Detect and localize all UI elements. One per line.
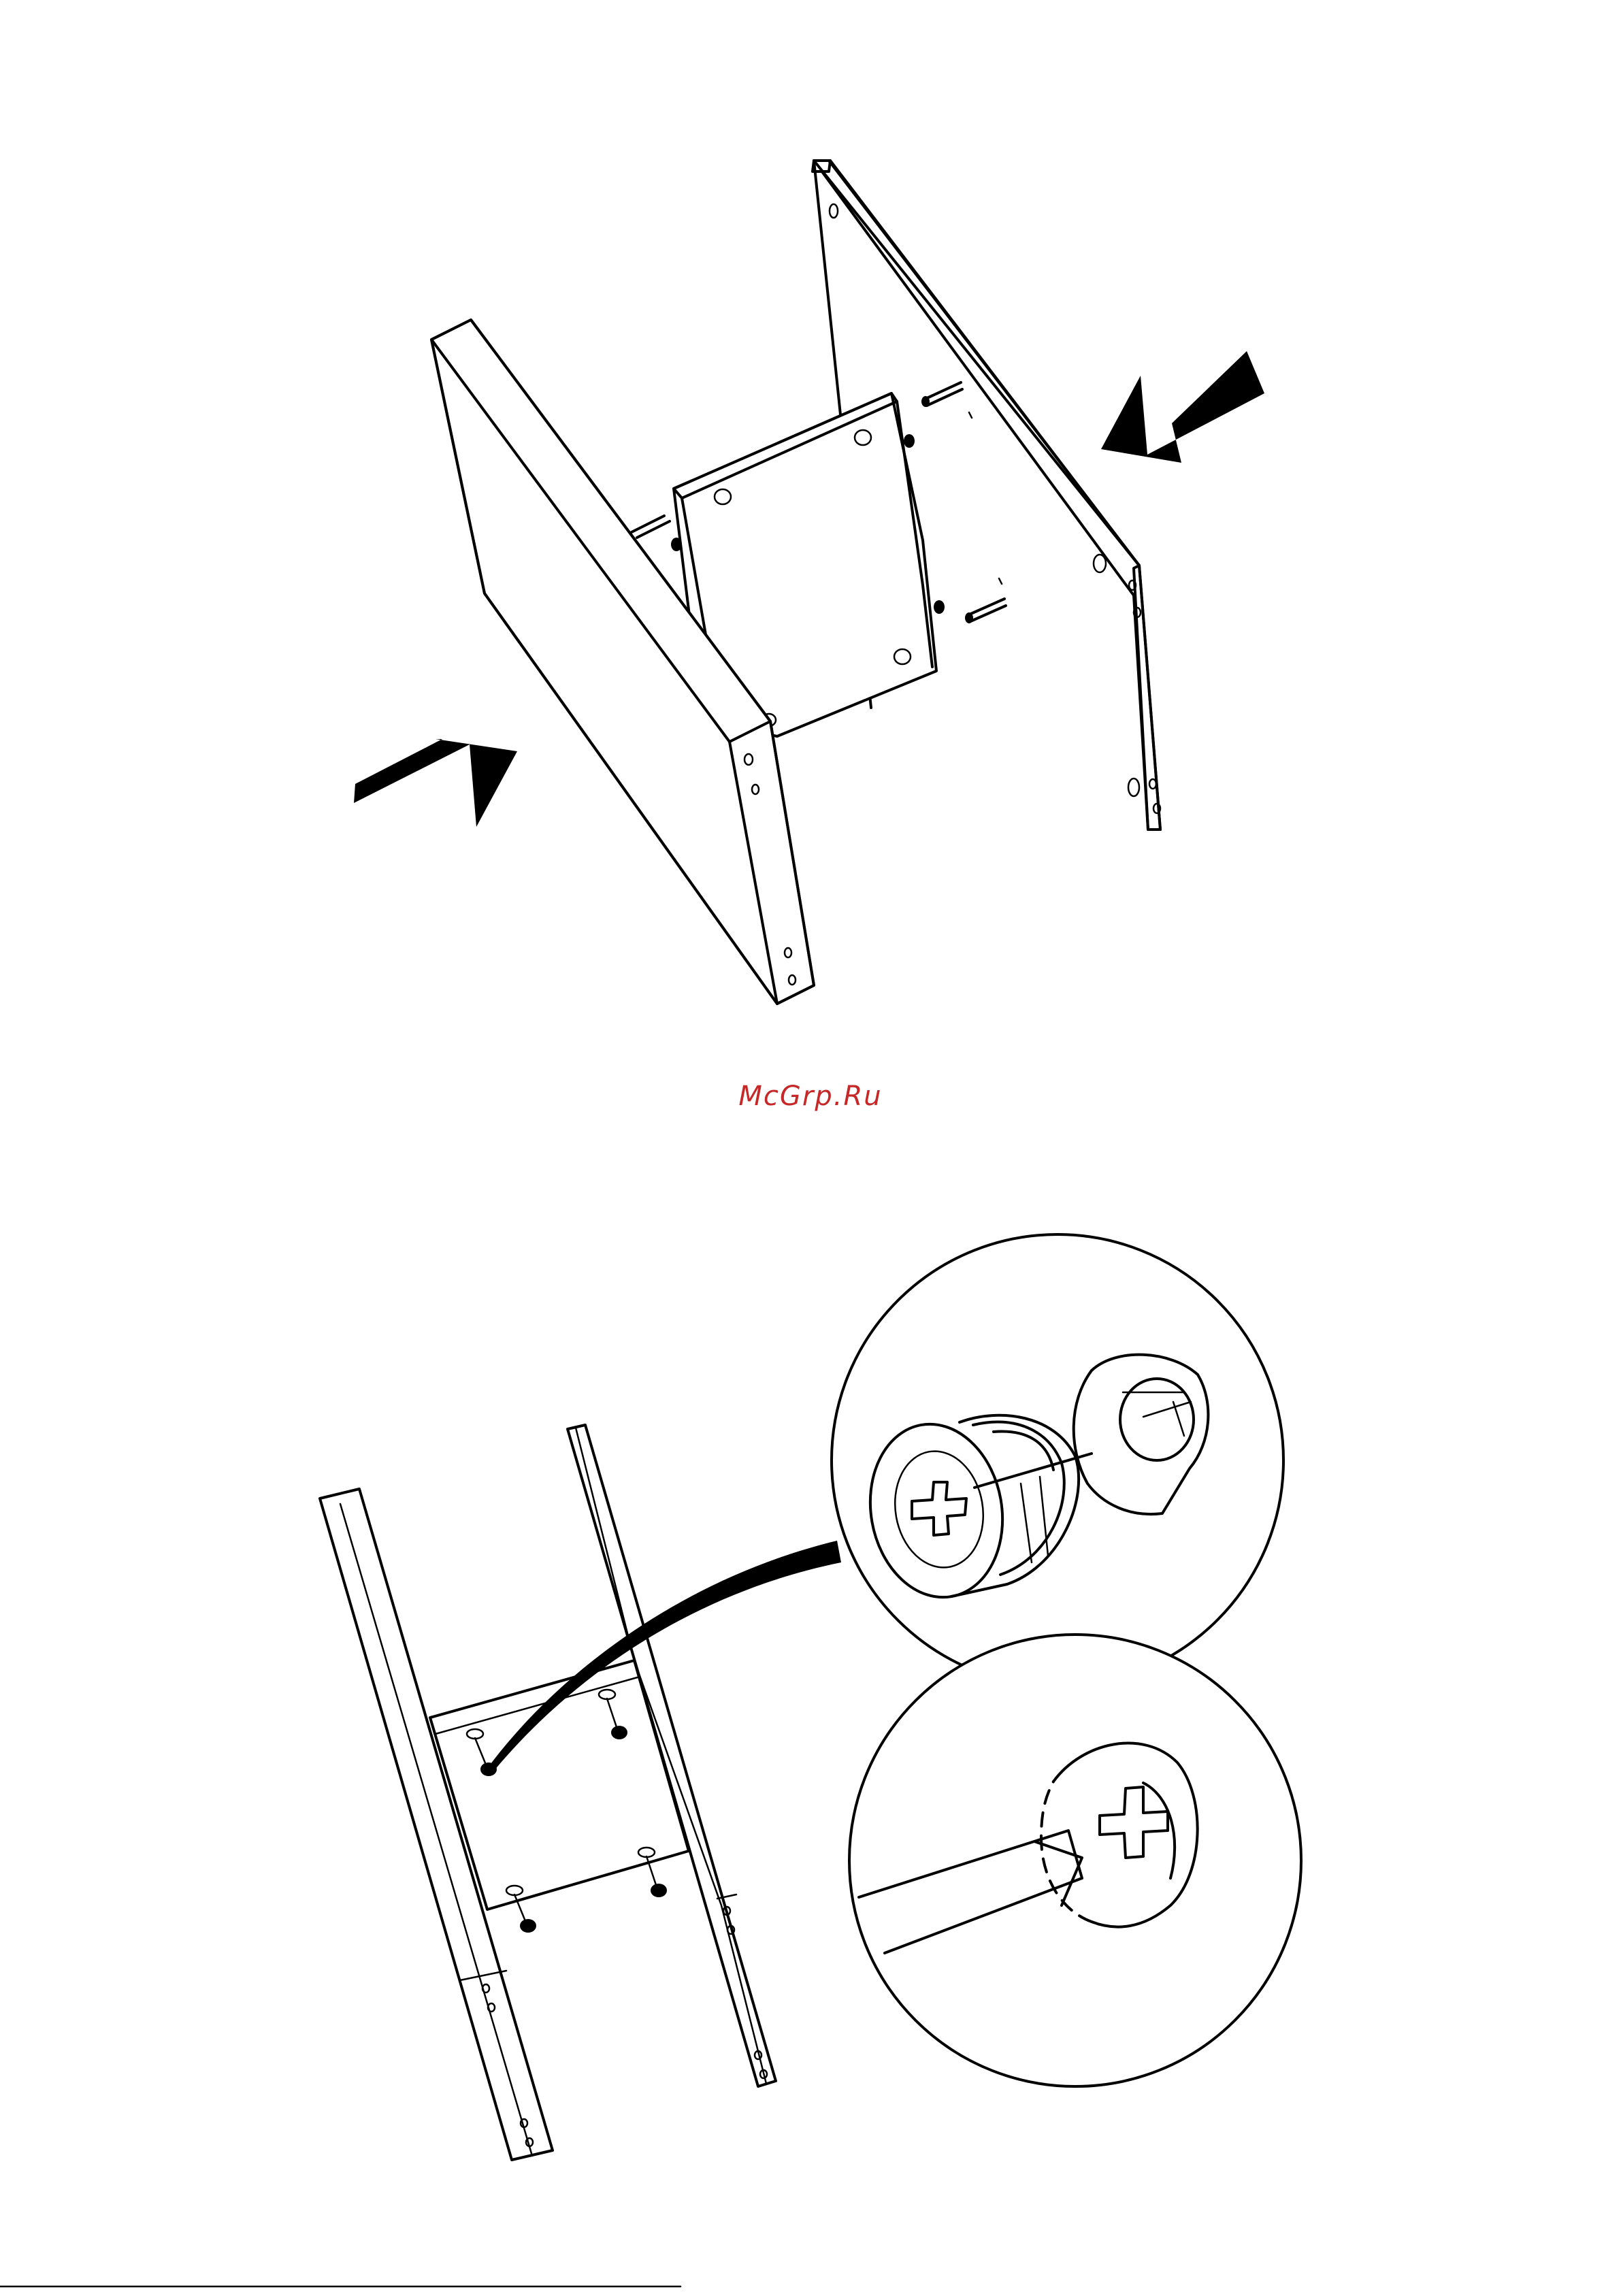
cam-lock-icon — [832, 1234, 1283, 1686]
cam-lock-diagram — [320, 1234, 1301, 2160]
watermark-text: McGrp.Ru — [0, 1081, 1621, 1112]
arrow-push-right-icon — [354, 739, 517, 827]
screwdriver-icon — [849, 1635, 1301, 2086]
panel-assembly-diagram — [354, 161, 1264, 1004]
arrow-push-left-icon — [1101, 351, 1264, 463]
